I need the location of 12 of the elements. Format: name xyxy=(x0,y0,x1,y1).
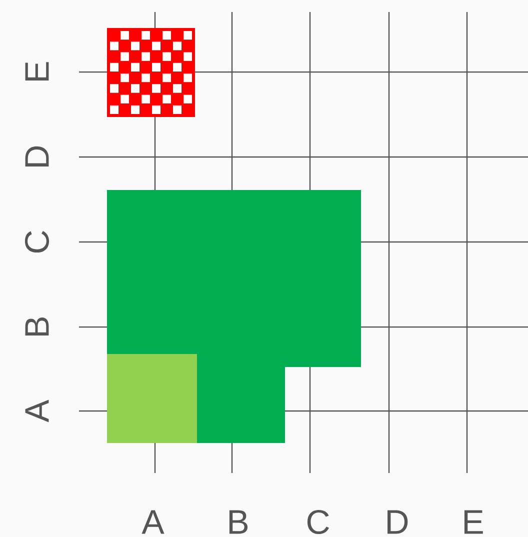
axis-label: B xyxy=(25,317,49,336)
square-block xyxy=(107,354,197,443)
axis-label: C xyxy=(307,510,329,534)
checkered-square xyxy=(107,28,195,117)
axis-label: D xyxy=(388,510,408,534)
axis-label: A xyxy=(25,400,49,422)
axis-label: D xyxy=(25,146,49,166)
axis-label: E xyxy=(464,510,483,534)
axis-label: C xyxy=(24,231,50,253)
axis-label: A xyxy=(142,510,164,534)
axis-label: B xyxy=(229,510,248,534)
axis-label: E xyxy=(25,62,49,81)
